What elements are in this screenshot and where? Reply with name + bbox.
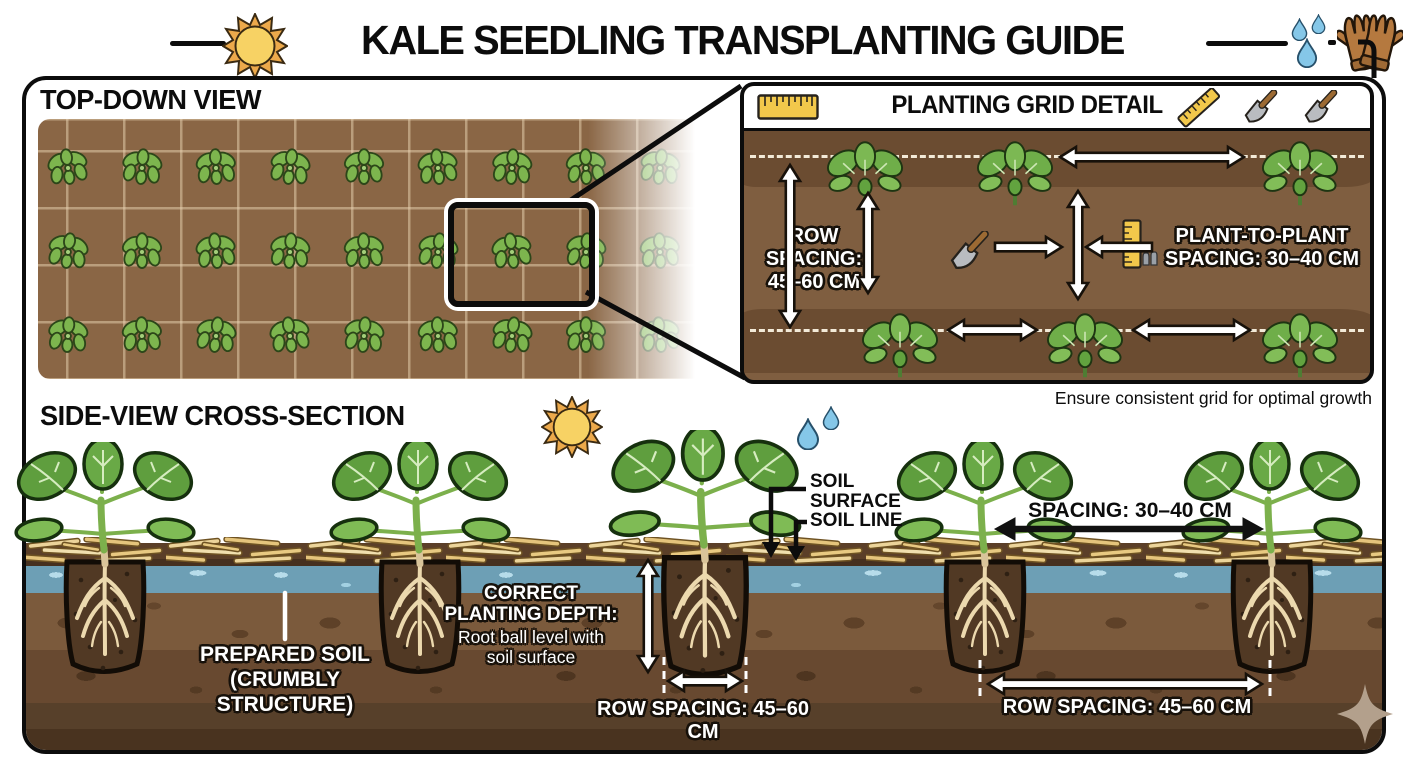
detail-panel-title: PLANTING GRID DETAIL [891, 91, 1163, 119]
kale-seedling-top [191, 313, 242, 356]
top-down-fade [588, 115, 719, 383]
kale-seedling-top [264, 313, 315, 356]
kale-seedling-top [43, 229, 94, 272]
measure-arrow [1130, 317, 1253, 343]
measure-arrow [945, 317, 1040, 343]
detail-panel-caption: Ensure consistent grid for optimal growt… [1054, 388, 1372, 408]
detail-panel-header: PLANTING GRID DETAIL [744, 86, 1370, 131]
soil-surface-label: SOIL SURFACE [810, 471, 901, 512]
mini-gloves-icon [1142, 251, 1158, 266]
row-spacing-left-label: ROW SPACING: 45–60 CM [597, 698, 809, 743]
plant-spacing-label: PLANT-TO-PLANT SPACING: 30–40 CM [1164, 225, 1360, 270]
kale-seedling-top [265, 230, 315, 271]
sun-icon [541, 396, 603, 458]
measure-arrow [1057, 144, 1247, 170]
kale-seedling-top [487, 313, 538, 356]
soil-deepest-layer [26, 729, 1382, 750]
kale-seedling-top [340, 231, 388, 270]
soil-deep-layer [26, 703, 1382, 729]
planting-depth-desc: Root ball level with soil surface [458, 627, 604, 667]
title-left-dash [170, 41, 226, 46]
kale-seedling-top [119, 232, 165, 269]
trowel-icon [1304, 90, 1340, 126]
title-frame-connector [1358, 39, 1377, 78]
measure-arrow [1083, 234, 1154, 260]
planting-grid-detail-panel: PLANTING GRID DETAIL [740, 82, 1374, 384]
prepared-soil-label: PREPARED SOIL (CRUMBLY STRUCTURE) [200, 643, 370, 716]
measure-arrow [777, 162, 803, 330]
kale-plant [1162, 442, 1382, 692]
ruler-icon [757, 94, 819, 120]
row-spacing-right-label: ROW SPACING: 45–60 CM [1002, 696, 1252, 718]
trowel-icon [1244, 90, 1280, 126]
planting-depth-label: CORRECT PLANTING DEPTH: Root ball level … [425, 583, 637, 667]
sun-icon [222, 13, 288, 79]
detail-panel-body: ROW SPACING: 45–60 CM PLANT-TO-PLANT SPA… [744, 131, 1370, 380]
sparkle-icon [1337, 684, 1393, 744]
title-right-dash [1206, 41, 1288, 46]
soil-line-label: SOIL LINE [810, 510, 903, 531]
detail-panel-arrows [777, 144, 1253, 343]
title-mini-dash [1328, 40, 1336, 45]
kale-seedling-top [414, 315, 462, 355]
row-dashed-line-top [750, 155, 1364, 158]
kale-seedling-top [117, 146, 167, 187]
kale-seedling-top [43, 314, 93, 355]
diagonal-ruler-icon [1177, 88, 1220, 128]
kale-seedling-top [339, 314, 389, 355]
kale-seedling-top [487, 146, 537, 187]
spacing-label: SPACING: 30–40 CM [1028, 499, 1232, 522]
kale-seedling-top [42, 145, 93, 188]
measure-arrow [1065, 188, 1091, 302]
kale-seedling-top [265, 145, 316, 188]
kale-plant [875, 442, 1095, 692]
measure-arrow [993, 234, 1065, 260]
kale-seedling-top [413, 146, 463, 188]
planting-depth-title: CORRECT PLANTING DEPTH: [444, 583, 618, 625]
kale-seedling-top [341, 148, 387, 185]
top-down-view-label: TOP-DOWN VIEW [40, 84, 262, 115]
page-title: KALE SEEDLING TRANSPLANTING GUIDE [361, 17, 1125, 63]
side-view-label: SIDE-VIEW CROSS-SECTION [40, 400, 405, 431]
kale-seedling-top [118, 315, 166, 354]
measure-arrow [855, 190, 881, 296]
kale-seedling-top [191, 230, 241, 272]
zoom-callout-box [448, 202, 595, 307]
kale-seedling-top [192, 147, 240, 187]
